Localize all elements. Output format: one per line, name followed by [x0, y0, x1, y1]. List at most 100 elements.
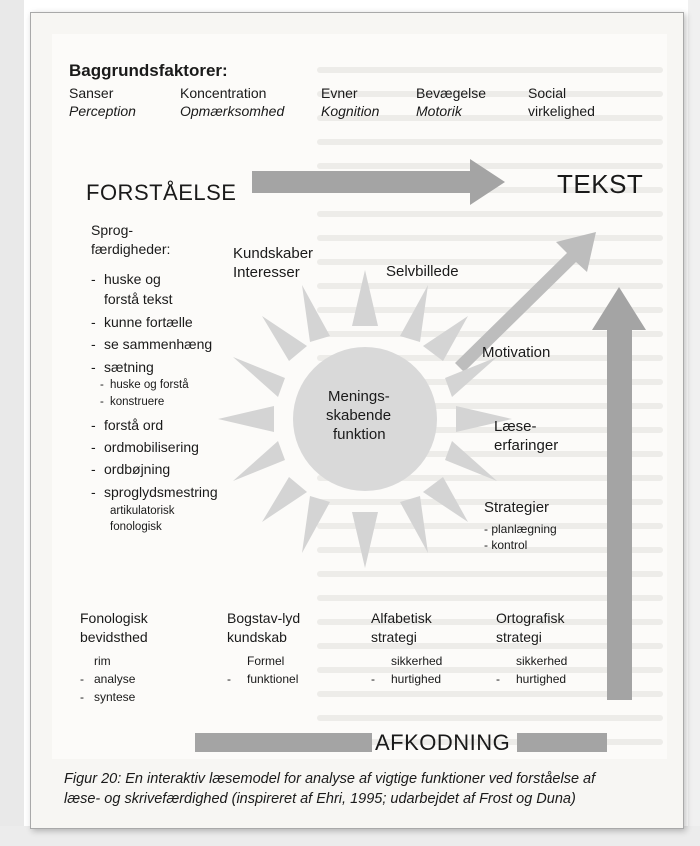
caption-line-1: Figur 20: En interaktiv læsemodel for an…	[64, 771, 596, 787]
comprehension-skill-item: -huske og	[91, 271, 161, 287]
strategies-planning: - planlægning	[484, 522, 557, 536]
item-text: artikulatorisk	[110, 505, 175, 517]
center-circle	[293, 347, 437, 491]
item-text: sætning	[104, 359, 154, 375]
decoding-sub-item: -syntese	[80, 690, 136, 704]
self-image-label: Selvbillede	[386, 263, 459, 280]
item-dash: -	[80, 690, 84, 704]
item-text: ordbøjning	[104, 461, 171, 477]
item-text: ordmobilisering	[104, 439, 199, 455]
arrow-center-to-text	[455, 232, 596, 372]
comprehension-skill-item: -sætning	[91, 359, 154, 375]
item-dash: -	[91, 417, 96, 433]
comprehension-skill-item: artikulatorisk	[100, 505, 175, 518]
decoding-column-title-2: bevidsthed	[80, 629, 148, 645]
decoding-column-title-1: Fonologisk	[80, 610, 148, 626]
item-text: funktionel	[247, 672, 299, 686]
comprehension-skill-item: -ordbøjning	[91, 461, 171, 477]
item-text: se sammenhæng	[104, 336, 213, 352]
caption-line-2: læse- og skrivefærdighed (inspireret af …	[64, 791, 576, 808]
page-margin-bottom	[0, 826, 700, 846]
item-dash: -	[91, 314, 96, 330]
item-dash: -	[91, 461, 96, 477]
item-text: fonologisk	[110, 521, 162, 533]
item-text: Formel	[247, 654, 285, 668]
item-dash: -	[91, 336, 96, 352]
factor-attention: Opmærksomhed	[180, 103, 285, 119]
item-dash: -	[496, 672, 500, 686]
item-dash: -	[371, 672, 375, 686]
center-line-1: Menings-	[328, 388, 390, 405]
factor-social: Social	[528, 85, 567, 101]
motivation-label: Motivation	[482, 344, 551, 361]
decoding-sub-item: - hurtighed	[496, 672, 567, 686]
factor-reality: virkelighed	[528, 103, 595, 119]
comprehension-skill-item: forstå tekst	[91, 291, 173, 307]
decoding-sub-item: - hurtighed	[371, 672, 442, 686]
interests-label: Interesser	[233, 264, 300, 281]
decoding-column-title-2: strategi	[371, 629, 417, 645]
arrow-bottom-to-decoding	[517, 733, 607, 752]
comprehension-title: FORSTÅELSE	[86, 180, 237, 205]
item-text: sproglydsmestring	[104, 484, 218, 500]
item-text: sikkerhed	[391, 654, 443, 668]
decoding-sub-item: -analyse	[80, 672, 136, 686]
item-text: sikkerhed	[516, 654, 568, 668]
item-text: forstå tekst	[104, 291, 173, 307]
item-text: huske og	[104, 271, 161, 287]
arrow-bottom-left	[195, 733, 372, 752]
strategies-control: - kontrol	[484, 538, 528, 552]
item-dash: -	[100, 379, 104, 391]
background-factors-heading: Baggrundsfaktorer:	[69, 61, 228, 80]
comprehension-skill-item: -konstruere	[100, 396, 164, 409]
factor-perception: Perception	[69, 103, 136, 119]
decoding-column-title-1: Ortografisk	[496, 610, 565, 626]
reading-experience-line-1: Læse-	[494, 418, 537, 435]
comprehension-skill-item: fonologisk	[100, 521, 162, 534]
page-margin-left	[0, 0, 24, 846]
item-text: hurtighed	[516, 672, 567, 686]
factor-senses: Sanser	[69, 85, 114, 101]
item-text: huske og forstå	[110, 379, 189, 391]
item-dash: -	[91, 439, 96, 455]
strategies-title: Strategier	[484, 499, 550, 516]
page-margin-right	[688, 0, 700, 846]
item-dash: -	[91, 359, 96, 375]
text-label: TEKST	[557, 169, 644, 199]
comprehension-skill-item: -se sammenhæng	[91, 336, 213, 352]
item-dash: -	[91, 271, 96, 287]
language-skills-label-1: Sprog-	[91, 222, 134, 238]
decoding-sub-item: sikkerhed	[371, 654, 443, 668]
factor-cognition: Kognition	[321, 103, 380, 119]
sun-rays	[218, 270, 512, 568]
item-text: kunne fortælle	[104, 314, 193, 330]
factor-abilities: Evner	[321, 85, 358, 101]
item-dash: -	[91, 484, 96, 500]
comprehension-skill-item: -sproglydsmestring	[91, 484, 218, 500]
factor-concentration: Koncentration	[180, 85, 267, 101]
language-skills-label-2: færdigheder:	[91, 241, 171, 257]
factor-motor: Motorik	[416, 103, 462, 119]
item-text: syntese	[94, 690, 136, 704]
decoding-sub-item: rim	[80, 654, 111, 668]
knowledge-label: Kundskaber	[233, 245, 314, 262]
figure-caption: Figur 20: En interaktiv læsemodel for an…	[64, 769, 674, 810]
item-text: hurtighed	[391, 672, 442, 686]
arrow-decoding-to-text	[592, 287, 646, 700]
decoding-sub-item: Formel	[227, 654, 285, 668]
item-text: analyse	[94, 672, 136, 686]
item-text: rim	[94, 654, 111, 668]
arrow-comprehension-to-text	[252, 159, 505, 205]
comprehension-skill-item: -forstå ord	[91, 417, 163, 433]
item-dash: -	[80, 672, 84, 686]
decoding-sub-item: -funktionel	[227, 672, 299, 686]
item-text: konstruere	[110, 396, 165, 408]
comprehension-skill-item: -huske og forstå	[100, 379, 189, 392]
reading-experience-line-2: erfaringer	[494, 437, 559, 454]
decoding-column-title-1: Bogstav-lyd	[227, 610, 301, 626]
decoding-sub-item: sikkerhed	[496, 654, 568, 668]
decoding-column-title-2: kundskab	[227, 629, 287, 645]
decoding-column-title-2: strategi	[496, 629, 542, 645]
decoding-column-title-1: Alfabetisk	[371, 610, 432, 626]
